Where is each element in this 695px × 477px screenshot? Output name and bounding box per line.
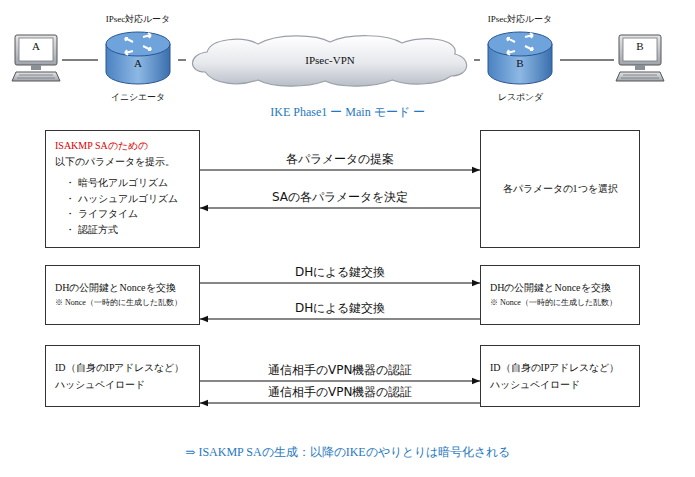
node-label: レスポンダ — [498, 90, 543, 104]
diagram-title: IKE Phase1 ー Main モード ー — [0, 104, 695, 120]
connector-arrow — [62, 59, 98, 61]
process-box: DHの公開鍵とNonceを交換 ※ Nonce（一時的に生成した乱数） — [45, 265, 200, 325]
node-label: ※ Nonce（一時的に生成した乱数） — [490, 298, 617, 309]
node-label: IPsec対応ルータ — [106, 12, 171, 26]
process-box: 各パラメータの1つを選択 — [480, 130, 640, 248]
process-box: ID（自身のIPアドレスなど） ハッシュペイロード — [480, 345, 640, 407]
diagram-caption: ⇒ ISAKMP SAの生成：以降のIKEのやりとりは暗号化される — [0, 444, 695, 460]
node-label: B — [516, 56, 523, 70]
process-box: DHの公開鍵とNonceを交換 ※ Nonce（一時的に生成した乱数） — [480, 265, 640, 325]
node-label: ハッシュペイロード — [490, 378, 580, 392]
connector-arrow — [200, 207, 480, 208]
node-label: ・ ハッシュアルゴリズム — [55, 192, 178, 206]
process-box: ISAKMP SAのための以下のパラメータを提示。・ 暗号化アルゴリズム・ ハッ… — [45, 130, 200, 248]
connector-arrow — [200, 380, 480, 381]
node-label: 以下のパラメータを提示。 — [55, 155, 175, 169]
router-icon: IPsec対応ルータ A イニシエータ — [98, 12, 178, 108]
node-label: B — [636, 39, 643, 53]
node-label: ISAKMP SAのための — [55, 139, 148, 153]
node-label: ID（自身のIPアドレスなど） — [490, 361, 619, 375]
vpn-cloud: IPsec-VPN — [186, 32, 474, 88]
node-label: IPsec-VPN — [305, 53, 355, 67]
node-label: A — [32, 39, 40, 53]
node-label: DHの公開鍵とNonceを交換 — [490, 281, 611, 295]
node-label: ハッシュペイロード — [55, 378, 145, 392]
node-label: ・ 認証方式 — [55, 223, 118, 237]
node-label: ・ 暗号化アルゴリズム — [55, 176, 168, 190]
pc-icon: A — [10, 34, 62, 84]
pc-icon: B — [614, 34, 666, 84]
connector-arrow — [474, 59, 480, 61]
node-label: A — [134, 56, 142, 70]
process-box: ID（自身のIPアドレスなど） ハッシュペイロード — [45, 345, 200, 407]
node-label: IPsec対応ルータ — [488, 12, 553, 26]
node-label: 各パラメータの1つを選択 — [503, 182, 618, 196]
connector-arrow — [178, 59, 186, 61]
node-label: ※ Nonce（一時的に生成した乱数） — [55, 298, 182, 309]
connector-arrow — [200, 402, 480, 403]
edge-label: 通信相手のVPN機器の認証 — [265, 385, 415, 400]
router-icon: IPsec対応ルータ B レスポンダ — [480, 12, 560, 108]
connector-arrow — [200, 169, 480, 170]
edge-label: 通信相手のVPN機器の認証 — [265, 363, 415, 378]
node-label: ・ ライフタイム — [55, 207, 138, 221]
edge-label: DHによる鍵交換 — [292, 301, 388, 316]
edge-label: DHによる鍵交換 — [292, 265, 388, 280]
node-label: ID（自身のIPアドレスなど） — [55, 361, 184, 375]
connector-arrow — [200, 318, 480, 319]
node-label: イニシエータ — [111, 90, 165, 104]
edge-label: SAの各パラメータを決定 — [269, 190, 411, 205]
connector-arrow — [200, 282, 480, 283]
node-label: DHの公開鍵とNonceを交換 — [55, 281, 176, 295]
edge-label: 各パラメータの提案 — [283, 152, 397, 167]
connector-arrow — [560, 59, 614, 61]
